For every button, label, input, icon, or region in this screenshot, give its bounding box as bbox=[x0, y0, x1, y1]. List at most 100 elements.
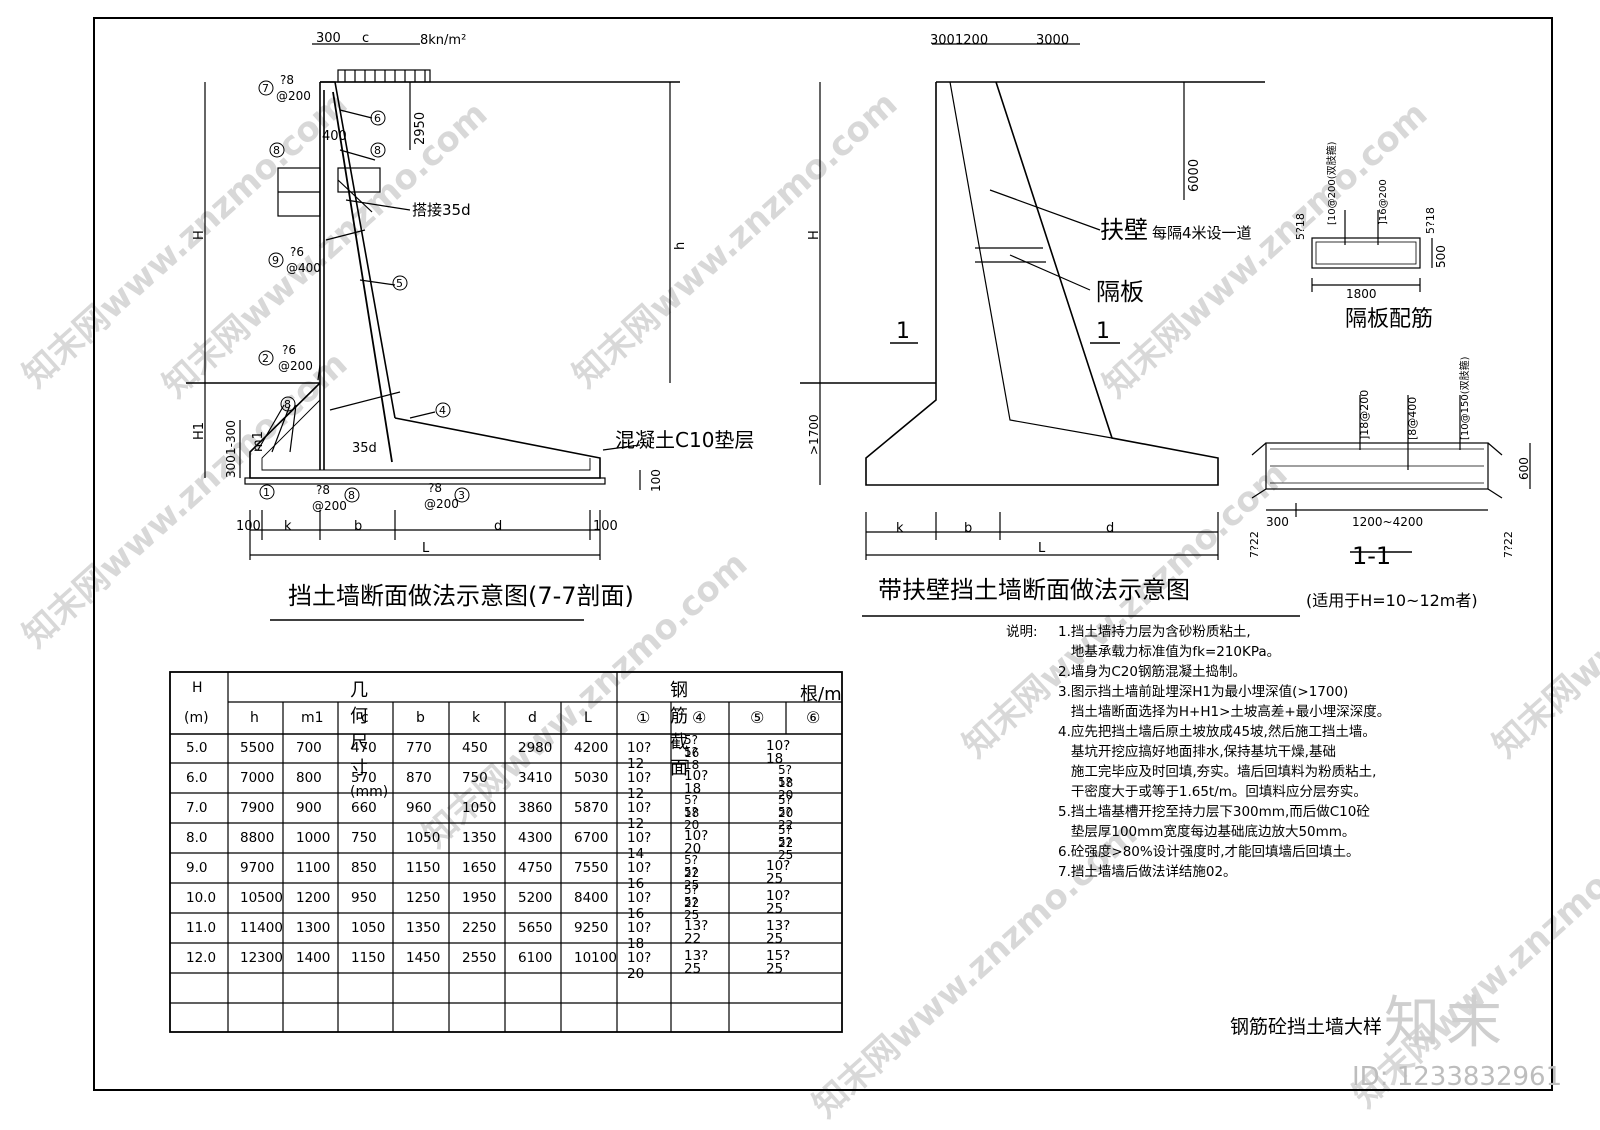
table-cell-d: 2980 bbox=[518, 740, 553, 756]
table-cell-k: 2550 bbox=[462, 950, 497, 966]
id-tag: ID: 1233832961 bbox=[1352, 1062, 1563, 1092]
partition-dim-1800: 1800 bbox=[1346, 287, 1377, 301]
table-cell-L: 5870 bbox=[574, 800, 609, 816]
table-cell-H: 6.0 bbox=[186, 770, 208, 786]
table-cell-r56: 10?25 bbox=[766, 888, 791, 917]
r-dim-1200: 1200 bbox=[955, 33, 988, 48]
section-mark-1: 1 bbox=[896, 319, 910, 344]
table-cell-m1: 700 bbox=[296, 740, 322, 756]
table-cell-m1: 900 bbox=[296, 800, 322, 816]
load-label: 8kn/m² bbox=[420, 33, 466, 48]
table-cell-r56: 5?25 bbox=[778, 835, 794, 862]
table-cell-c: 570 bbox=[351, 770, 377, 786]
table-cell-L: 4200 bbox=[574, 740, 609, 756]
note-line: 5.挡土墙基槽开挖至持力层下300mm,而后做C10砼 bbox=[1058, 804, 1370, 820]
table-cell-d: 4300 bbox=[518, 830, 553, 846]
rebar-2a: ?6 bbox=[282, 343, 296, 357]
table-cell-r56: 5?18 bbox=[778, 763, 794, 790]
dim-top-300: 300 bbox=[316, 31, 341, 46]
tag-8c: 8 bbox=[284, 398, 291, 411]
note-line: 干密度大于或等于1.65t/m。回填料应分层夯实。 bbox=[1058, 784, 1367, 800]
splice-label: 搭接35d bbox=[412, 201, 471, 219]
table-cell-b: 960 bbox=[406, 800, 432, 816]
table-cell-k: 750 bbox=[462, 770, 488, 786]
table-cell-k: 2250 bbox=[462, 920, 497, 936]
table-cell-L: 6700 bbox=[574, 830, 609, 846]
dim-H: H bbox=[192, 230, 207, 240]
r-dim-300: 300 bbox=[930, 33, 955, 48]
section-label-2: [8@400 bbox=[1406, 397, 1419, 440]
table-cell-H: 9.0 bbox=[186, 860, 208, 876]
rebar-9b: @400 bbox=[286, 261, 321, 275]
th-H-unit: (m) bbox=[184, 710, 209, 726]
th-rebar: 钢筋截面 bbox=[670, 680, 688, 779]
rebar-9a: ?6 bbox=[290, 245, 304, 259]
sub-h: h bbox=[250, 710, 259, 726]
table-cell-r1: 10?16 bbox=[627, 860, 652, 892]
dim-300: 300 bbox=[224, 455, 238, 478]
section-dim-1200-4200: 1200~4200 bbox=[1352, 515, 1423, 529]
sub-1: ① bbox=[636, 708, 651, 727]
section-bottom-right: 7?22 bbox=[1502, 531, 1515, 558]
rebar-tags bbox=[258, 80, 470, 503]
table-cell-r56: 5?20 bbox=[778, 793, 794, 820]
tag-4: 4 bbox=[439, 404, 446, 417]
th-H: H bbox=[192, 680, 203, 696]
dim-bottom-b: b bbox=[354, 519, 362, 534]
table-cell-L: 9250 bbox=[574, 920, 609, 936]
table-cell-b: 770 bbox=[406, 740, 432, 756]
dim-m1: m1 bbox=[251, 431, 266, 452]
table-cell-d: 3410 bbox=[518, 770, 553, 786]
th-rebar-unit: 根/m bbox=[800, 684, 842, 705]
dim-bottom-k: k bbox=[284, 519, 292, 534]
sub-6: ⑥ bbox=[806, 708, 821, 727]
table-cell-L: 8400 bbox=[574, 890, 609, 906]
table-cell-k: 1650 bbox=[462, 860, 497, 876]
rebar-2b: @200 bbox=[278, 359, 313, 373]
table-cell-h: 9700 bbox=[240, 860, 275, 876]
table-cell-c: 470 bbox=[351, 740, 377, 756]
table-cell-k: 1050 bbox=[462, 800, 497, 816]
table-cell-H: 8.0 bbox=[186, 830, 208, 846]
table-cell-r1: 10?12 bbox=[627, 800, 652, 832]
left-title: 挡土墙断面做法示意图(7-7剖面) bbox=[288, 582, 634, 610]
r-dim-1700: >1700 bbox=[807, 414, 821, 455]
table-cell-h: 5500 bbox=[240, 740, 275, 756]
sub-L: L bbox=[584, 710, 592, 726]
table-cell-r4: 5?25 bbox=[684, 865, 700, 892]
table-cell-r1: 10?16 bbox=[627, 890, 652, 922]
dim-2950: 2950 bbox=[413, 112, 428, 145]
table-cell-m1: 800 bbox=[296, 770, 322, 786]
right-title-note: (适用于H=10~12m者) bbox=[1306, 591, 1478, 610]
rebar-7b: @200 bbox=[276, 89, 311, 103]
notes-list: 1.挡土墙持力层为含砂粉质粘土, 地基承载力标准值为fk=210KPa。2.墙身… bbox=[1006, 622, 1546, 882]
table-cell-H: 11.0 bbox=[186, 920, 217, 936]
note-line: 垫层厚100mm宽度每边基础底边放大50mm。 bbox=[1058, 824, 1356, 840]
note-line: 1.挡土墙持力层为含砂粉质粘土, bbox=[1058, 624, 1251, 640]
table-cell-h: 7900 bbox=[240, 800, 275, 816]
table-cell-k: 450 bbox=[462, 740, 488, 756]
partition-left-bars: 5?18 bbox=[1294, 213, 1307, 240]
table-cell-r4: 5?22 bbox=[684, 883, 700, 910]
dim-bottom-d: d bbox=[494, 519, 502, 534]
sub-c: c bbox=[361, 710, 369, 726]
tag-8b: 8 bbox=[374, 144, 381, 157]
sub-m1: m1 bbox=[301, 710, 324, 726]
table-cell-m1: 1000 bbox=[296, 830, 331, 846]
rebar-3a: ?8 bbox=[428, 481, 442, 495]
dim-bottom-L: L bbox=[422, 541, 430, 556]
note-line: 挡土墙断面选择为H+H1>土坡高差+最小埋深深度。 bbox=[1058, 704, 1391, 720]
table-cell-m1: 1300 bbox=[296, 920, 331, 936]
table-cell-r4: 5?20 bbox=[684, 805, 700, 832]
table-cell-h: 7000 bbox=[240, 770, 275, 786]
table-cell-r1: 10?18 bbox=[627, 920, 652, 952]
table-cell-r56: 5?22 bbox=[778, 823, 794, 850]
th-geom: 几 何 尺 寸 (mm) bbox=[350, 680, 389, 800]
table-cell-H: 10.0 bbox=[186, 890, 217, 906]
table-cell-r56: 13?25 bbox=[766, 918, 791, 947]
brand-watermark: 知末 bbox=[1384, 991, 1508, 1056]
tag-8a: 8 bbox=[273, 144, 280, 157]
table-cell-H: 7.0 bbox=[186, 800, 208, 816]
table-cell-h: 12300 bbox=[240, 950, 283, 966]
table-cell-c: 750 bbox=[351, 830, 377, 846]
